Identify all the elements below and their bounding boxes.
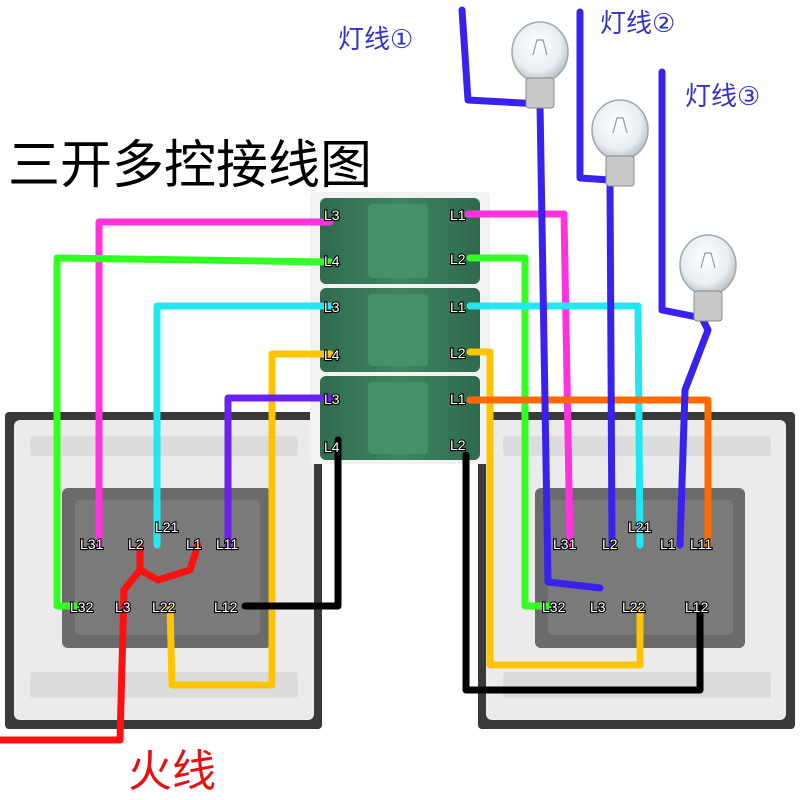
wires: [0, 6, 712, 744]
bulb-3: [679, 234, 737, 322]
left-terminal-L21: L21: [155, 519, 179, 535]
module-left-L3-1: L3: [324, 207, 340, 223]
right-terminal-L22: L22: [622, 599, 646, 615]
wire-purple: [224, 394, 334, 549]
right-switch-core: [548, 500, 733, 635]
wire-yellow-right: [466, 348, 644, 669]
module-right-L1-3: L1: [450, 391, 466, 407]
fire-line-label: 火线: [128, 746, 216, 797]
lamp-label-1: 灯线①: [338, 25, 413, 55]
lamp-label-2: 灯线②: [600, 9, 675, 39]
right-terminal-L11: L11: [690, 536, 713, 552]
left-terminal-L11: L11: [216, 536, 239, 552]
module-left-L3-3: L3: [324, 391, 340, 407]
right-terminal-L32: L32: [542, 599, 566, 615]
right-terminal-L2: L2: [602, 536, 618, 552]
module-left-L4-1: L4: [324, 253, 340, 269]
left-terminal-L22: L22: [152, 599, 176, 615]
left-terminal-L3: L3: [115, 599, 131, 615]
right-switch-terminals: L31 L2 L21 L1 L11 L32 L3 L22 L12: [541, 518, 714, 616]
bulb-filament: [700, 252, 716, 269]
module-terminals: L3 L4 L3 L4 L3 L4 L1 L2 L1 L2 L1 L2: [323, 206, 467, 456]
wire-cyan-left: [153, 302, 334, 549]
left-switch: [5, 412, 322, 729]
middle-module: [310, 192, 490, 464]
module-label-1: [368, 204, 428, 278]
left-terminal-L1: L1: [186, 536, 202, 552]
wire-lamp-3: [658, 68, 712, 549]
left-switch-bottom-rail: [30, 672, 298, 698]
module-left-L3-2: L3: [324, 299, 340, 315]
bulb-base: [605, 155, 635, 187]
wire-green-left: [53, 254, 334, 610]
module-right-L1-2: L1: [450, 299, 466, 315]
bulb-icon: [591, 99, 649, 161]
right-switch-bottom-rail: [503, 672, 771, 698]
bulb-2: [591, 99, 649, 187]
module-label-2: [368, 294, 428, 366]
module-left-L4-3: L4: [324, 439, 340, 455]
bulb-filament: [612, 117, 628, 134]
bulb-base: [525, 77, 555, 109]
bulb-filament: [532, 39, 548, 56]
module-right-L2-2: L2: [450, 345, 466, 361]
left-terminal-L31: L31: [80, 536, 104, 552]
bulb-icon: [511, 21, 569, 83]
module-right-L2-1: L2: [450, 251, 466, 267]
wire-cyan-right: [466, 302, 644, 549]
right-terminal-L21: L21: [628, 519, 652, 535]
module-left-L4-2: L4: [324, 347, 340, 363]
right-terminal-L3: L3: [590, 599, 606, 615]
right-terminal-L12: L12: [685, 599, 709, 615]
wire-magenta-left: [95, 218, 334, 549]
bulb-icon: [679, 234, 737, 296]
wire-yellow-left: [166, 350, 334, 689]
module-label-3: [368, 382, 428, 454]
diagram-title: 三开多控接线图: [8, 136, 372, 196]
left-terminal-L12: L12: [214, 599, 238, 615]
lamp-label-3: 灯线③: [685, 82, 760, 112]
bulb-base: [693, 290, 723, 322]
wire-black-left: [241, 436, 342, 610]
bulb-1: [511, 21, 569, 109]
wire-lamp-2: [576, 8, 616, 549]
left-switch-top-rail: [30, 436, 298, 456]
left-terminal-L2: L2: [128, 536, 144, 552]
wire-black-right: [462, 451, 704, 694]
module-right-L1-1: L1: [450, 207, 466, 223]
module-right-L2-3: L2: [450, 437, 466, 453]
left-switch-terminals: L31 L2 L21 L1 L11 L32 L3 L22 L12: [69, 518, 240, 616]
wire-orange: [466, 396, 712, 549]
wire-green-right: [466, 254, 552, 610]
wire-magenta-right: [464, 210, 574, 549]
left-terminal-L32: L32: [70, 599, 94, 615]
right-terminal-L31: L31: [553, 536, 577, 552]
right-terminal-L1: L1: [660, 536, 676, 552]
